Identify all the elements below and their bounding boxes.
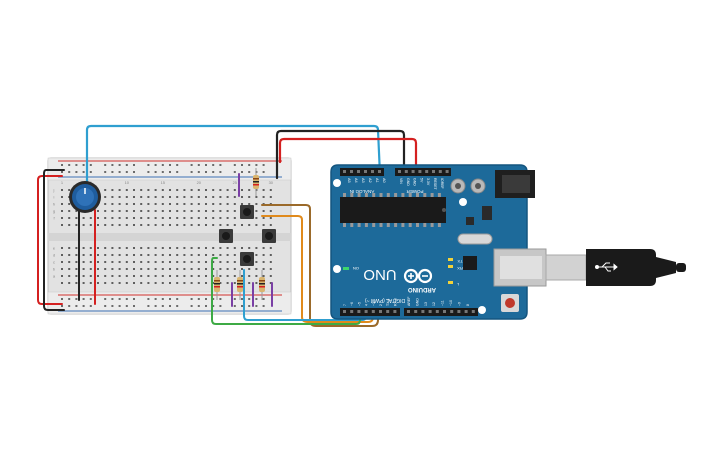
pin-label-analog: A0	[382, 178, 386, 183]
pin-label-digital: AREF	[407, 297, 411, 306]
logo-text: ARDUINO	[408, 286, 436, 292]
wire-red-5v[interactable]	[278, 137, 418, 177]
model-label: UNO	[363, 266, 396, 283]
pin-label-digital: ~11	[441, 300, 445, 306]
column-number: 25	[233, 180, 238, 185]
mount-hole	[333, 179, 341, 187]
header-digital-low	[340, 308, 400, 316]
pushbutton-2[interactable]	[219, 229, 233, 243]
pin-label-digital: 13	[424, 302, 428, 306]
pin-label-digital: ~6	[350, 302, 354, 306]
arduino-uno-board[interactable]: UNO ARDUINO DIGITAL (PWM ~) ANALOG IN PO…	[330, 164, 547, 320]
wire-black-gnd[interactable]	[275, 129, 406, 180]
pin-label-power: GND	[406, 178, 410, 186]
rx-label: RX	[457, 266, 463, 271]
usb-plug-metal	[545, 254, 587, 281]
pin-label-digital: 12	[432, 302, 436, 306]
mount-hole	[333, 265, 341, 273]
pin-label-digital: TX 1	[386, 299, 390, 306]
row-letter: g	[53, 209, 55, 214]
column-number: 1	[61, 180, 64, 185]
potentiometer[interactable]	[69, 181, 101, 213]
atmega-chip	[340, 197, 446, 223]
resistors-bottom	[214, 270, 265, 300]
pin-label-digital: ~10	[449, 300, 453, 306]
arduino-logo-icon	[403, 268, 433, 284]
pin-label-digital: 4	[365, 304, 369, 306]
pin-label-digital: ~3	[372, 302, 376, 306]
pin-label-digital: RX 0	[393, 298, 397, 306]
row-letter: a	[53, 274, 56, 279]
pin-label-analog: A1	[375, 178, 379, 183]
column-number: 10	[125, 180, 130, 185]
usb-plug-body	[586, 249, 656, 286]
row-letter: e	[53, 246, 56, 251]
wire-black-left-rail[interactable]	[37, 175, 63, 305]
pin-label-power: IOREF	[440, 178, 444, 189]
pin-label-analog: A3	[361, 178, 365, 183]
resistor-4[interactable]	[259, 270, 265, 300]
pin-label-power: GND	[413, 178, 417, 186]
pin-label-power: VIN	[399, 178, 403, 184]
led-tx	[448, 258, 453, 261]
breadboard-holes: 151015202530	[61, 164, 274, 307]
pin-label-digital: 2	[379, 304, 383, 306]
crystal	[457, 233, 493, 245]
pin-label-analog: A4	[354, 178, 358, 183]
row-letter: h	[53, 202, 55, 207]
tx-label: TX	[457, 259, 462, 264]
led-l	[448, 281, 453, 284]
pin-label-analog: A2	[368, 178, 372, 183]
wire-green-button[interactable]	[211, 257, 361, 325]
led-rx	[448, 265, 453, 268]
wire-blue-pot-a0[interactable]	[85, 124, 382, 198]
pin-label-digital: ~5	[357, 302, 361, 306]
pin-label-digital: ~9	[457, 302, 461, 306]
voltage-regulator	[482, 206, 492, 220]
row-letter: c	[53, 260, 55, 265]
usb-cable[interactable]	[545, 249, 686, 286]
resistor-2[interactable]	[214, 270, 220, 300]
header-digital-high	[404, 308, 478, 316]
l-label: L	[456, 282, 459, 287]
pin-label-analog: A5	[347, 178, 351, 183]
column-number: 20	[197, 180, 202, 185]
pushbutton-4[interactable]	[240, 252, 254, 266]
usb-symbol-icon	[595, 262, 618, 272]
row-letter: j	[53, 188, 55, 193]
power-label: POWER	[406, 189, 424, 194]
resistor-3[interactable]	[237, 270, 243, 300]
pin-label-digital: 7	[343, 304, 347, 306]
digital-label: DIGITAL (PWM ~)	[365, 297, 405, 303]
led-on	[343, 267, 349, 270]
header-analog	[340, 168, 384, 176]
pin-label-power: 3.3V	[426, 178, 430, 186]
wire-red-left-rail[interactable]	[43, 169, 65, 311]
on-label: ON	[353, 266, 359, 271]
pushbutton-1[interactable]	[240, 205, 254, 219]
row-letter: i	[54, 195, 55, 200]
pin-label-power: RESET	[433, 178, 437, 191]
resistor-top[interactable]	[253, 168, 259, 196]
mount-hole	[478, 306, 486, 314]
pin-label-digital: GND	[415, 298, 419, 306]
row-letter: d	[53, 253, 55, 258]
mount-hole	[459, 198, 467, 206]
pushbutton-3[interactable]	[262, 229, 276, 243]
pin-label-digital: 8	[466, 304, 470, 306]
pin-label-power: 5V	[419, 178, 423, 183]
row-letter: f	[53, 216, 55, 221]
column-number: 30	[269, 180, 274, 185]
row-letter: b	[53, 267, 56, 272]
analog-label: ANALOG IN	[350, 189, 375, 194]
chip-legs	[343, 193, 441, 227]
header-pins	[343, 170, 475, 313]
header-power	[395, 168, 451, 176]
column-number: 15	[161, 180, 166, 185]
usb-chip	[463, 256, 477, 270]
